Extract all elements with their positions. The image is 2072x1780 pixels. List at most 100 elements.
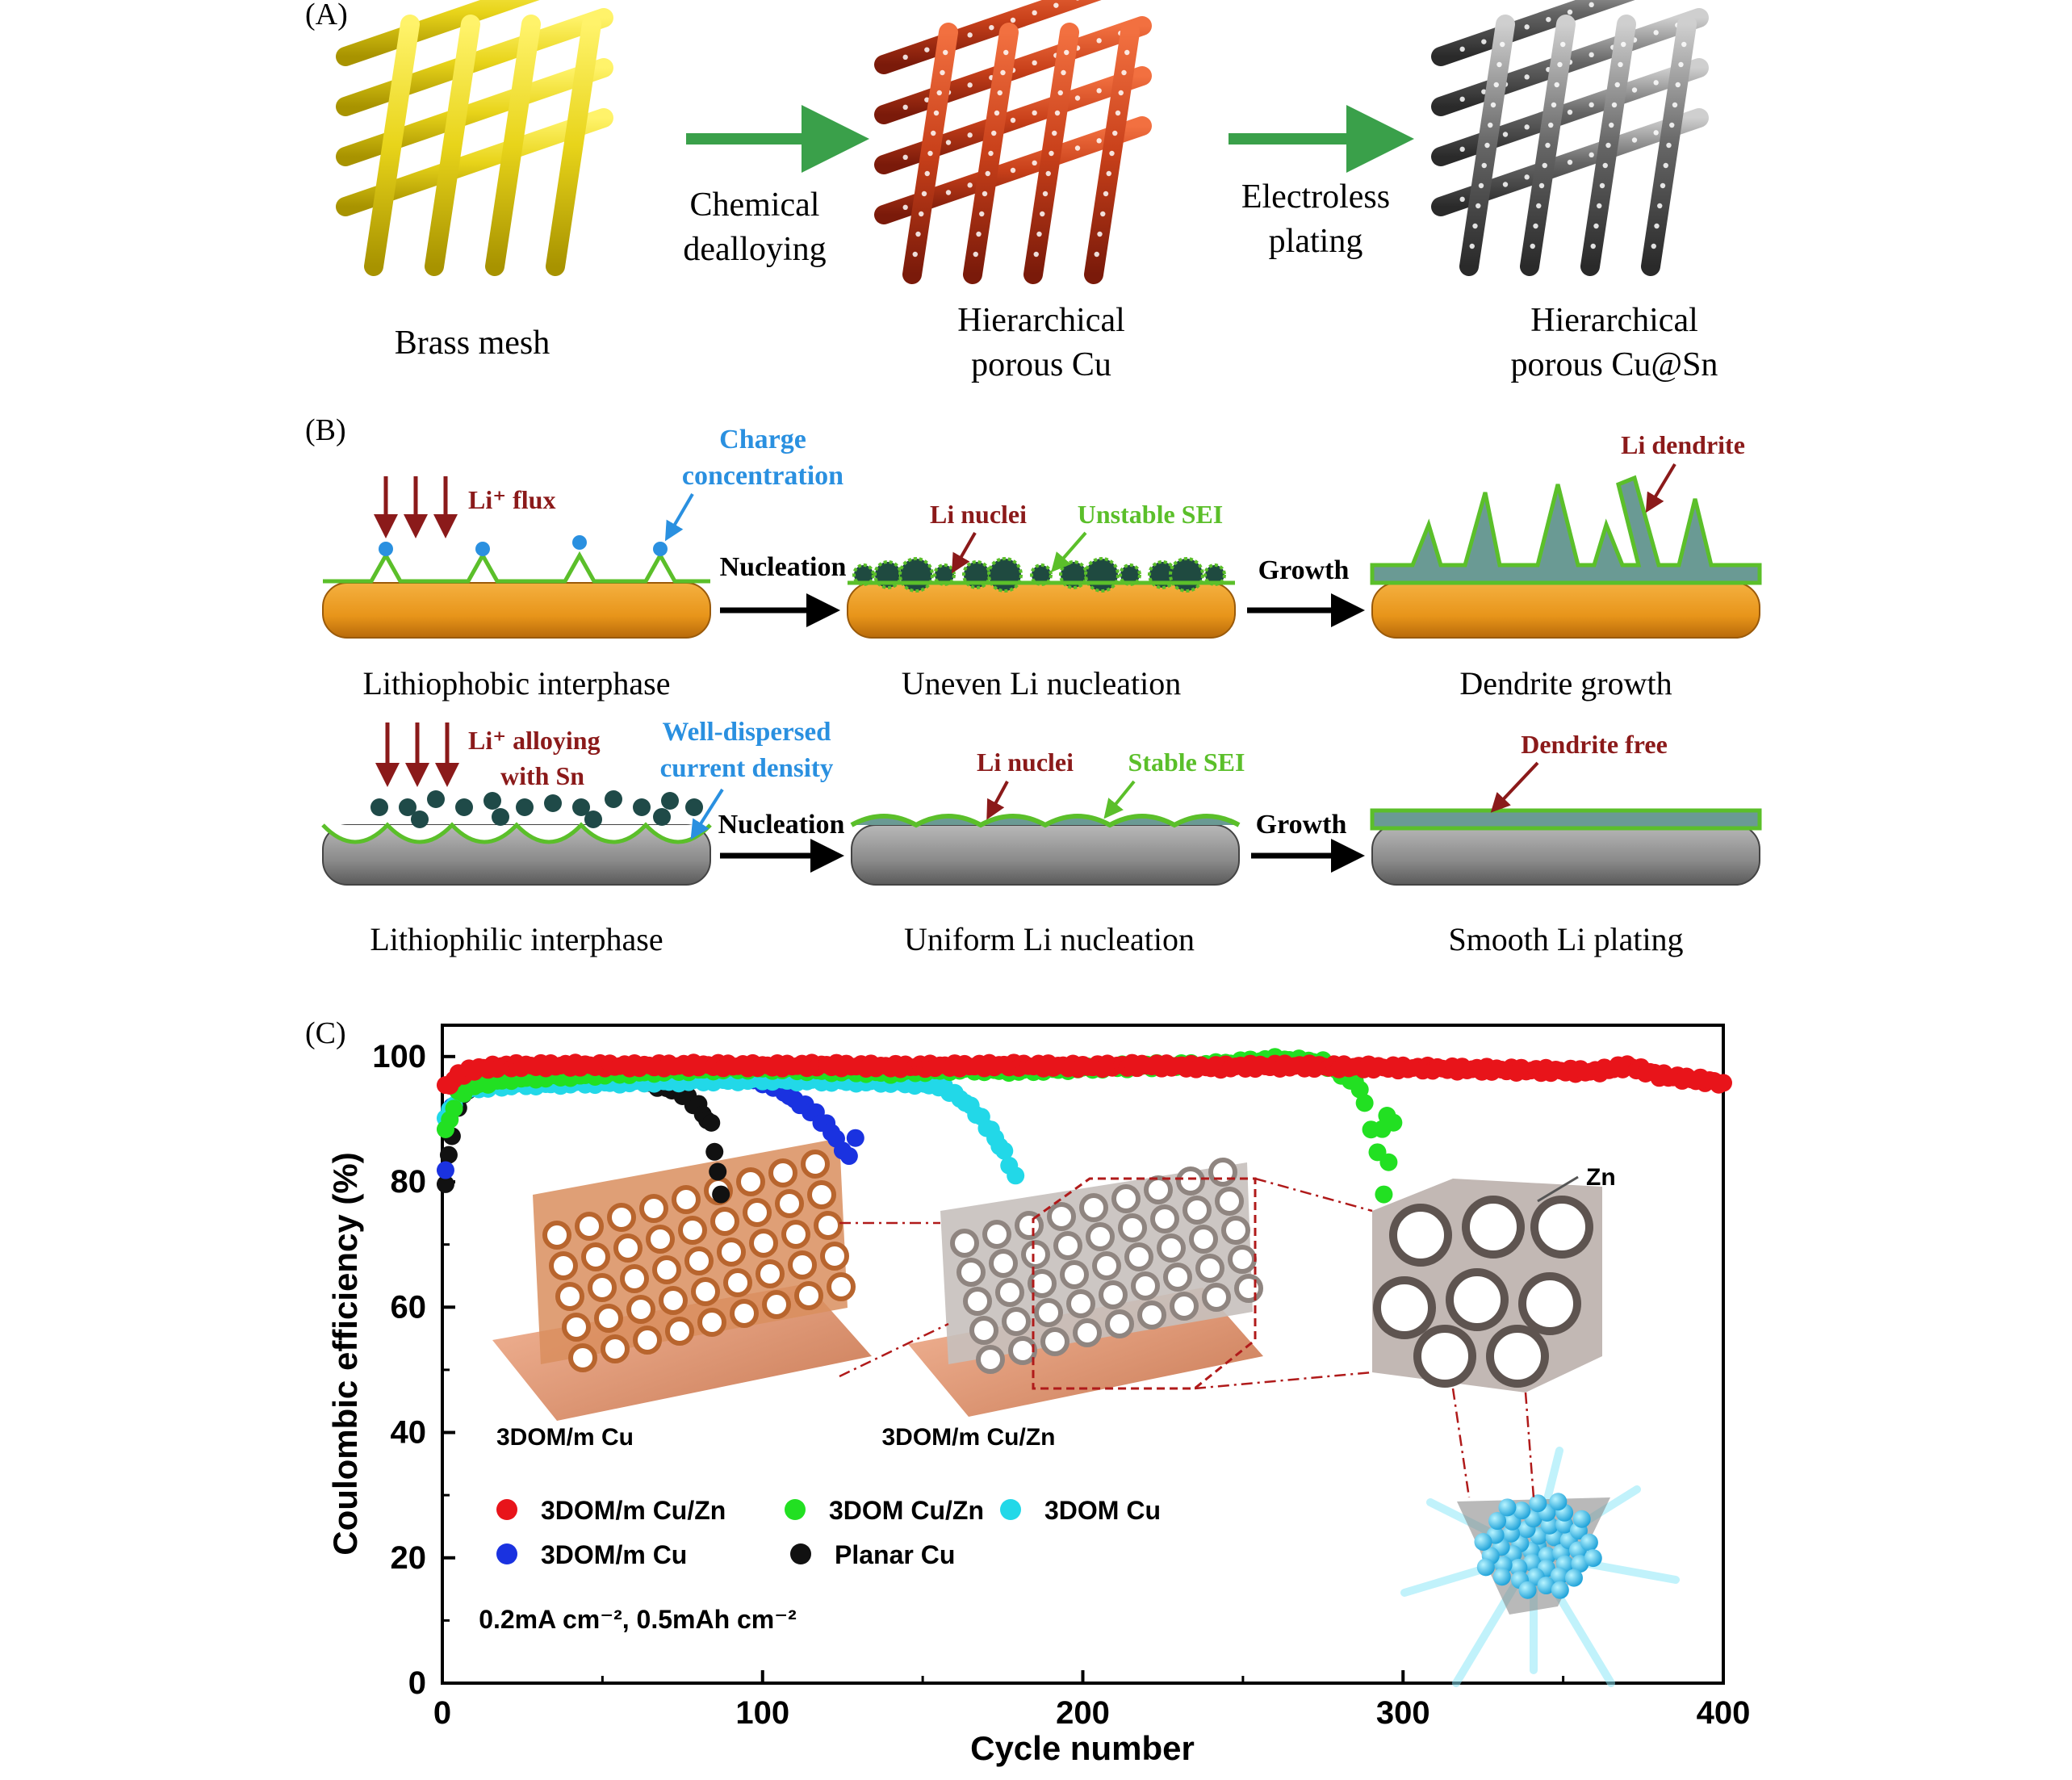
li-dendrite-pointer bbox=[1645, 463, 1676, 513]
y-tick-label: 0 bbox=[408, 1665, 426, 1701]
zn-label: Zn bbox=[1586, 1164, 1616, 1191]
porous-cusn-label-1: Hierarchical bbox=[1530, 302, 1698, 339]
stable-sei-pointer bbox=[1103, 780, 1136, 819]
charge-concentration-icon bbox=[379, 535, 668, 556]
legend-label: 3DOM Cu/Zn bbox=[829, 1496, 984, 1525]
inset-label-1: 3DOM/m Cu bbox=[496, 1424, 634, 1451]
li-alloy-label-1: Li⁺ alloying bbox=[468, 726, 601, 755]
sei-wavy-icon bbox=[321, 822, 712, 844]
x-tick-label: 100 bbox=[735, 1695, 789, 1731]
porous-cusn-mesh-icon bbox=[1431, 0, 1709, 276]
substrate-2 bbox=[847, 582, 1236, 639]
inset-3dom-m-cu-zn-icon bbox=[908, 1158, 1263, 1417]
uneven-nuclei-icon bbox=[848, 557, 1235, 593]
chart-legend: 3DOM/m Cu/Zn 3DOM Cu/Zn 3DOM Cu 3DOM/m Cu Pl… bbox=[496, 1496, 1161, 1569]
substrate-3 bbox=[1371, 582, 1760, 639]
caption-lithiophobic: Lithiophobic interphase bbox=[362, 665, 670, 702]
legend-label: 3DOM/m Cu/Zn bbox=[541, 1496, 726, 1525]
legend-label: 3DOM Cu bbox=[1044, 1496, 1161, 1525]
data-point bbox=[436, 1175, 454, 1193]
y-tick-label: 60 bbox=[391, 1289, 427, 1325]
data-point bbox=[1350, 1080, 1369, 1099]
arrow2-label-2: plating bbox=[1269, 223, 1363, 260]
arrow1-label-1: Chemical bbox=[690, 186, 820, 224]
data-point bbox=[1375, 1185, 1393, 1204]
caption-dendrite-growth: Dendrite growth bbox=[1459, 665, 1672, 702]
charge-label-2: concentration bbox=[682, 461, 843, 491]
charge-label-1: Charge bbox=[719, 425, 806, 454]
li-flux-arrows-icon bbox=[374, 476, 458, 538]
data-point bbox=[709, 1162, 727, 1181]
brass-mesh-icon bbox=[336, 0, 613, 276]
growth-label-bottom: Growth bbox=[1256, 810, 1347, 840]
x-tick-label: 0 bbox=[433, 1695, 451, 1731]
dispersed-label-2: current density bbox=[660, 754, 834, 783]
li-nuclei-label-top: Li nuclei bbox=[930, 500, 1027, 529]
growth-label-top: Growth bbox=[1258, 555, 1350, 585]
legend-label: 3DOM/m Cu bbox=[541, 1540, 687, 1569]
lithiophilic-row: Li⁺ alloying with Sn Well-dispersed curr… bbox=[321, 718, 1762, 957]
caption-uniform: Uniform Li nucleation bbox=[904, 921, 1195, 957]
x-tick-label: 400 bbox=[1697, 1695, 1751, 1731]
data-point bbox=[995, 1141, 1014, 1160]
caption-smooth: Smooth Li plating bbox=[1448, 921, 1683, 957]
panel-c-tag: (C) bbox=[305, 1016, 346, 1050]
panel-b: (B) Li⁺ flux Charge concentration bbox=[305, 413, 1762, 957]
data-point bbox=[445, 1099, 463, 1118]
uniform-nuclei-icon bbox=[850, 814, 1241, 828]
data-point bbox=[1384, 1113, 1403, 1132]
dendrite-layer-icon bbox=[1370, 475, 1762, 585]
smooth-li-layer-icon bbox=[1370, 808, 1762, 831]
condition-label: 0.2mA cm⁻², 0.5mAh cm⁻² bbox=[479, 1605, 797, 1634]
y-tick-label: 100 bbox=[372, 1039, 426, 1074]
charge-pointer-icon bbox=[664, 492, 694, 542]
sei-line-1 bbox=[323, 551, 710, 584]
y-tick-label: 20 bbox=[391, 1540, 427, 1576]
li-nuclei-pointer-top bbox=[952, 532, 977, 574]
nucleation-label-bottom: Nucleation bbox=[718, 810, 845, 840]
caption-lithiophilic: Lithiophilic interphase bbox=[370, 921, 663, 957]
li-flux-label: Li⁺ flux bbox=[468, 485, 555, 514]
zn-cube-icon bbox=[1372, 1179, 1602, 1393]
dendrite-free-pointer bbox=[1490, 761, 1539, 813]
dispersed-label-1: Well-dispersed bbox=[662, 718, 831, 747]
unstable-sei-label: Unstable SEI bbox=[1078, 500, 1224, 529]
data-point bbox=[846, 1129, 864, 1147]
li-alloy-arrows-icon bbox=[375, 722, 459, 787]
porous-cu-label-1: Hierarchical bbox=[957, 302, 1125, 339]
x-tick-label: 300 bbox=[1376, 1695, 1430, 1731]
porous-cu-mesh-icon bbox=[874, 0, 1152, 284]
data-point bbox=[712, 1185, 730, 1204]
inset-connector-lines bbox=[839, 1177, 1535, 1498]
legend-marker bbox=[790, 1543, 811, 1564]
chart-series bbox=[436, 1048, 1732, 1204]
y-tick-label: 40 bbox=[391, 1415, 427, 1451]
arrow1-label-2: dealloying bbox=[683, 231, 826, 268]
nucleation-label-top: Nucleation bbox=[720, 552, 847, 582]
arrow2-label-1: Electroless bbox=[1241, 178, 1390, 216]
panel-a-tag: (A) bbox=[305, 0, 348, 31]
stable-sei-label: Stable SEI bbox=[1128, 748, 1245, 777]
data-point bbox=[436, 1161, 454, 1179]
panel-b-tag: (B) bbox=[305, 413, 346, 447]
lithiophobic-row: Li⁺ flux Charge concentration Nucleation… bbox=[322, 425, 1762, 702]
legend-marker bbox=[1000, 1499, 1021, 1520]
y-tick-label: 80 bbox=[391, 1164, 427, 1200]
substrate-1 bbox=[322, 582, 711, 639]
legend-marker bbox=[785, 1499, 806, 1520]
data-point bbox=[1007, 1166, 1025, 1185]
zn-pointer bbox=[1537, 1175, 1579, 1203]
inset-label-2: 3DOM/m Cu/Zn bbox=[882, 1424, 1056, 1451]
panel-a: (A) Chemical dealloying Electroless plat… bbox=[305, 0, 1718, 383]
unstable-sei-pointer bbox=[1051, 531, 1087, 573]
x-axis-label: Cycle number bbox=[970, 1729, 1195, 1767]
li-dendrite-label: Li dendrite bbox=[1621, 430, 1745, 459]
li-deposition-cell-icon bbox=[1400, 1447, 1680, 1687]
brass-mesh-label: Brass mesh bbox=[395, 325, 550, 362]
li-nuclei-label-bottom: Li nuclei bbox=[977, 748, 1074, 777]
data-point bbox=[839, 1147, 858, 1166]
data-point bbox=[1355, 1094, 1374, 1112]
legend-label: Planar Cu bbox=[835, 1540, 955, 1569]
